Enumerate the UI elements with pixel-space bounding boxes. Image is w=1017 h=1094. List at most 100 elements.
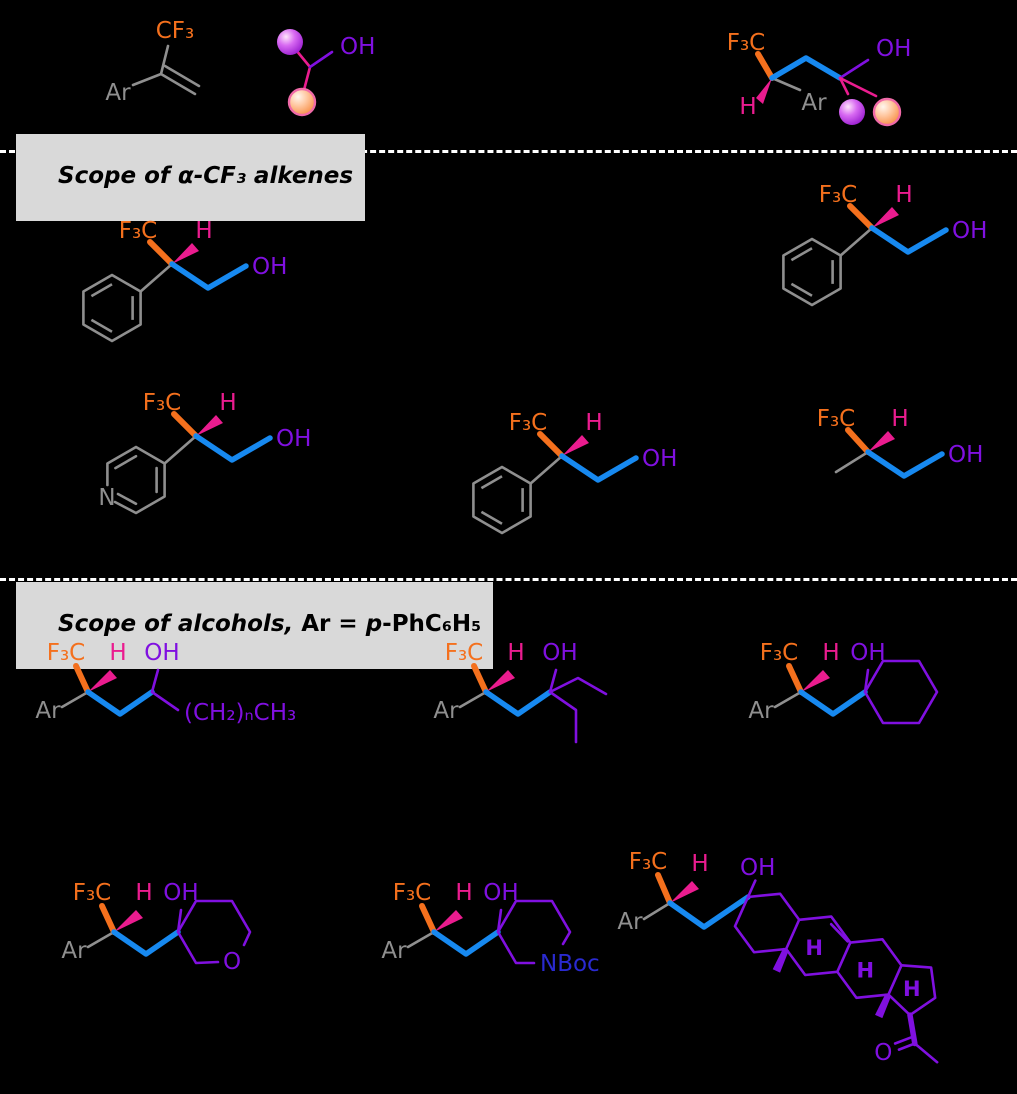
- h-label: H: [691, 851, 708, 877]
- oh-bond: [150, 668, 160, 694]
- chain-bonds: [667, 894, 751, 930]
- ar-label: Ar: [617, 909, 643, 935]
- h-label: H: [891, 406, 908, 432]
- chain-bonds: [111, 929, 181, 957]
- aryl-bond: [770, 76, 802, 92]
- chain-bonds: [483, 689, 553, 717]
- ketone-double-bond: [893, 1036, 917, 1051]
- cf3-bond: [786, 663, 804, 695]
- f3c-label: F₃C: [817, 406, 856, 432]
- cf3-bond: [171, 411, 199, 439]
- h-label: H: [822, 640, 839, 666]
- ar-label: Ar: [381, 938, 407, 964]
- h-wedge-bond: [670, 881, 699, 903]
- oh-label: OH: [952, 218, 987, 244]
- oh-label: OH: [642, 446, 677, 472]
- aryl-bond: [163, 434, 198, 465]
- f3c-label: F₃C: [509, 410, 548, 436]
- structure-phenyl-cf3-butanol-1: F₃C H OH: [82, 218, 287, 343]
- h-label: H: [455, 880, 472, 906]
- structure-methyl-cf3-butanol: F₃C H OH: [817, 406, 983, 479]
- aryl-bond: [131, 72, 163, 87]
- f3c-label: F₃C: [47, 640, 86, 666]
- oh-bond: [746, 879, 757, 899]
- sphere-bond: [294, 48, 312, 69]
- f3c-label: F₃C: [119, 218, 158, 244]
- oxane-ring: [176, 899, 252, 965]
- structure-phenyl-cf3-butanol-3: F₃C H OH: [472, 410, 677, 535]
- oh-label: OH: [542, 640, 577, 666]
- h-label: H: [585, 410, 602, 436]
- methyl-wedge-c13: [875, 993, 892, 1019]
- aryl-bond: [406, 930, 436, 949]
- aryl-bond: [60, 690, 90, 709]
- f3c-label: F₃C: [393, 880, 432, 906]
- phenyl-ring: [472, 465, 532, 535]
- ar-label: Ar: [801, 90, 827, 116]
- methyl-wedge-c10: [772, 947, 789, 973]
- ar-label: Ar: [433, 698, 459, 724]
- ethyl-bond-1: [548, 676, 608, 696]
- oh-bond: [548, 668, 558, 694]
- alkene-double-bond: [159, 64, 201, 96]
- f3c-label: F₃C: [760, 640, 799, 666]
- oh-bond: [176, 908, 183, 934]
- chain-bonds: [559, 453, 639, 483]
- h-wedge-bond: [801, 670, 830, 692]
- aryl-bond: [839, 226, 874, 257]
- aryl-bond: [139, 262, 174, 293]
- chain-bonds: [431, 929, 501, 957]
- ring-n-label: N: [98, 485, 115, 511]
- oh-label: OH: [850, 640, 885, 666]
- f3c-label: F₃C: [143, 390, 182, 416]
- stereo-h-label: H: [903, 977, 921, 1001]
- steroid-ring-a: [733, 892, 801, 954]
- h-label: H: [195, 218, 212, 244]
- h-wedge-bond: [756, 78, 772, 104]
- aryl-bond: [529, 454, 564, 485]
- structure-pyridyl-cf3-butanol: N F₃C H OH: [98, 390, 311, 515]
- cf3-bond: [99, 903, 117, 935]
- h-wedge-bond: [172, 243, 199, 264]
- cf3-bond: [73, 663, 91, 695]
- structure-product-generic: F₃C H Ar OH: [727, 30, 911, 127]
- aryl-bond: [642, 901, 672, 921]
- h-label: H: [507, 640, 524, 666]
- oh-label: OH: [876, 36, 911, 62]
- h-wedge-bond: [196, 415, 223, 436]
- sphere-bond: [302, 65, 312, 92]
- f3c-label: F₃C: [727, 30, 766, 56]
- structure-steroid-alcohol: Ar F₃C H OH H H H O: [617, 849, 939, 1066]
- h-wedge-bond: [872, 207, 899, 228]
- phenyl-ring: [82, 273, 142, 343]
- stereo-h-label: H: [857, 959, 875, 983]
- chain-bonds: [865, 449, 945, 479]
- section-title-text: Scope of α-CF₃ alkenes: [58, 163, 354, 190]
- f3c-label: F₃C: [819, 182, 858, 208]
- cf3-bond: [419, 903, 437, 935]
- section-title-alkenes: Scope of α-CF₃ alkenes: [16, 134, 366, 222]
- ar-label: Ar: [61, 938, 87, 964]
- structure-secondary-alkyl-carbinol: Ar F₃C H OH (CH₂)ₙCH₃: [35, 640, 296, 726]
- h-wedge-bond: [434, 910, 463, 932]
- chain-bonds: [769, 55, 843, 81]
- oh-label: OH: [483, 880, 518, 906]
- sphere-bond: [838, 76, 850, 96]
- oh-bond: [838, 58, 870, 80]
- stereo-h-label: H: [805, 936, 823, 960]
- alkyl-bond: [150, 690, 180, 712]
- h-label: H: [135, 880, 152, 906]
- section-title-alcohols: Scope of alcohols, Ar = p-PhC₆H₅: [16, 582, 494, 670]
- oh-label: OH: [340, 34, 375, 60]
- oh-bond: [863, 668, 870, 694]
- cf3-bond: [147, 239, 175, 267]
- steroid-double-bond: [829, 922, 849, 943]
- oh-label: OH: [740, 855, 775, 881]
- cf3-bond: [847, 203, 875, 231]
- oh-label: OH: [252, 254, 287, 280]
- f3c-label: F₃C: [629, 849, 668, 875]
- section-divider: [0, 578, 1017, 581]
- h-wedge-bond: [114, 910, 143, 932]
- cf3-bond: [537, 431, 565, 459]
